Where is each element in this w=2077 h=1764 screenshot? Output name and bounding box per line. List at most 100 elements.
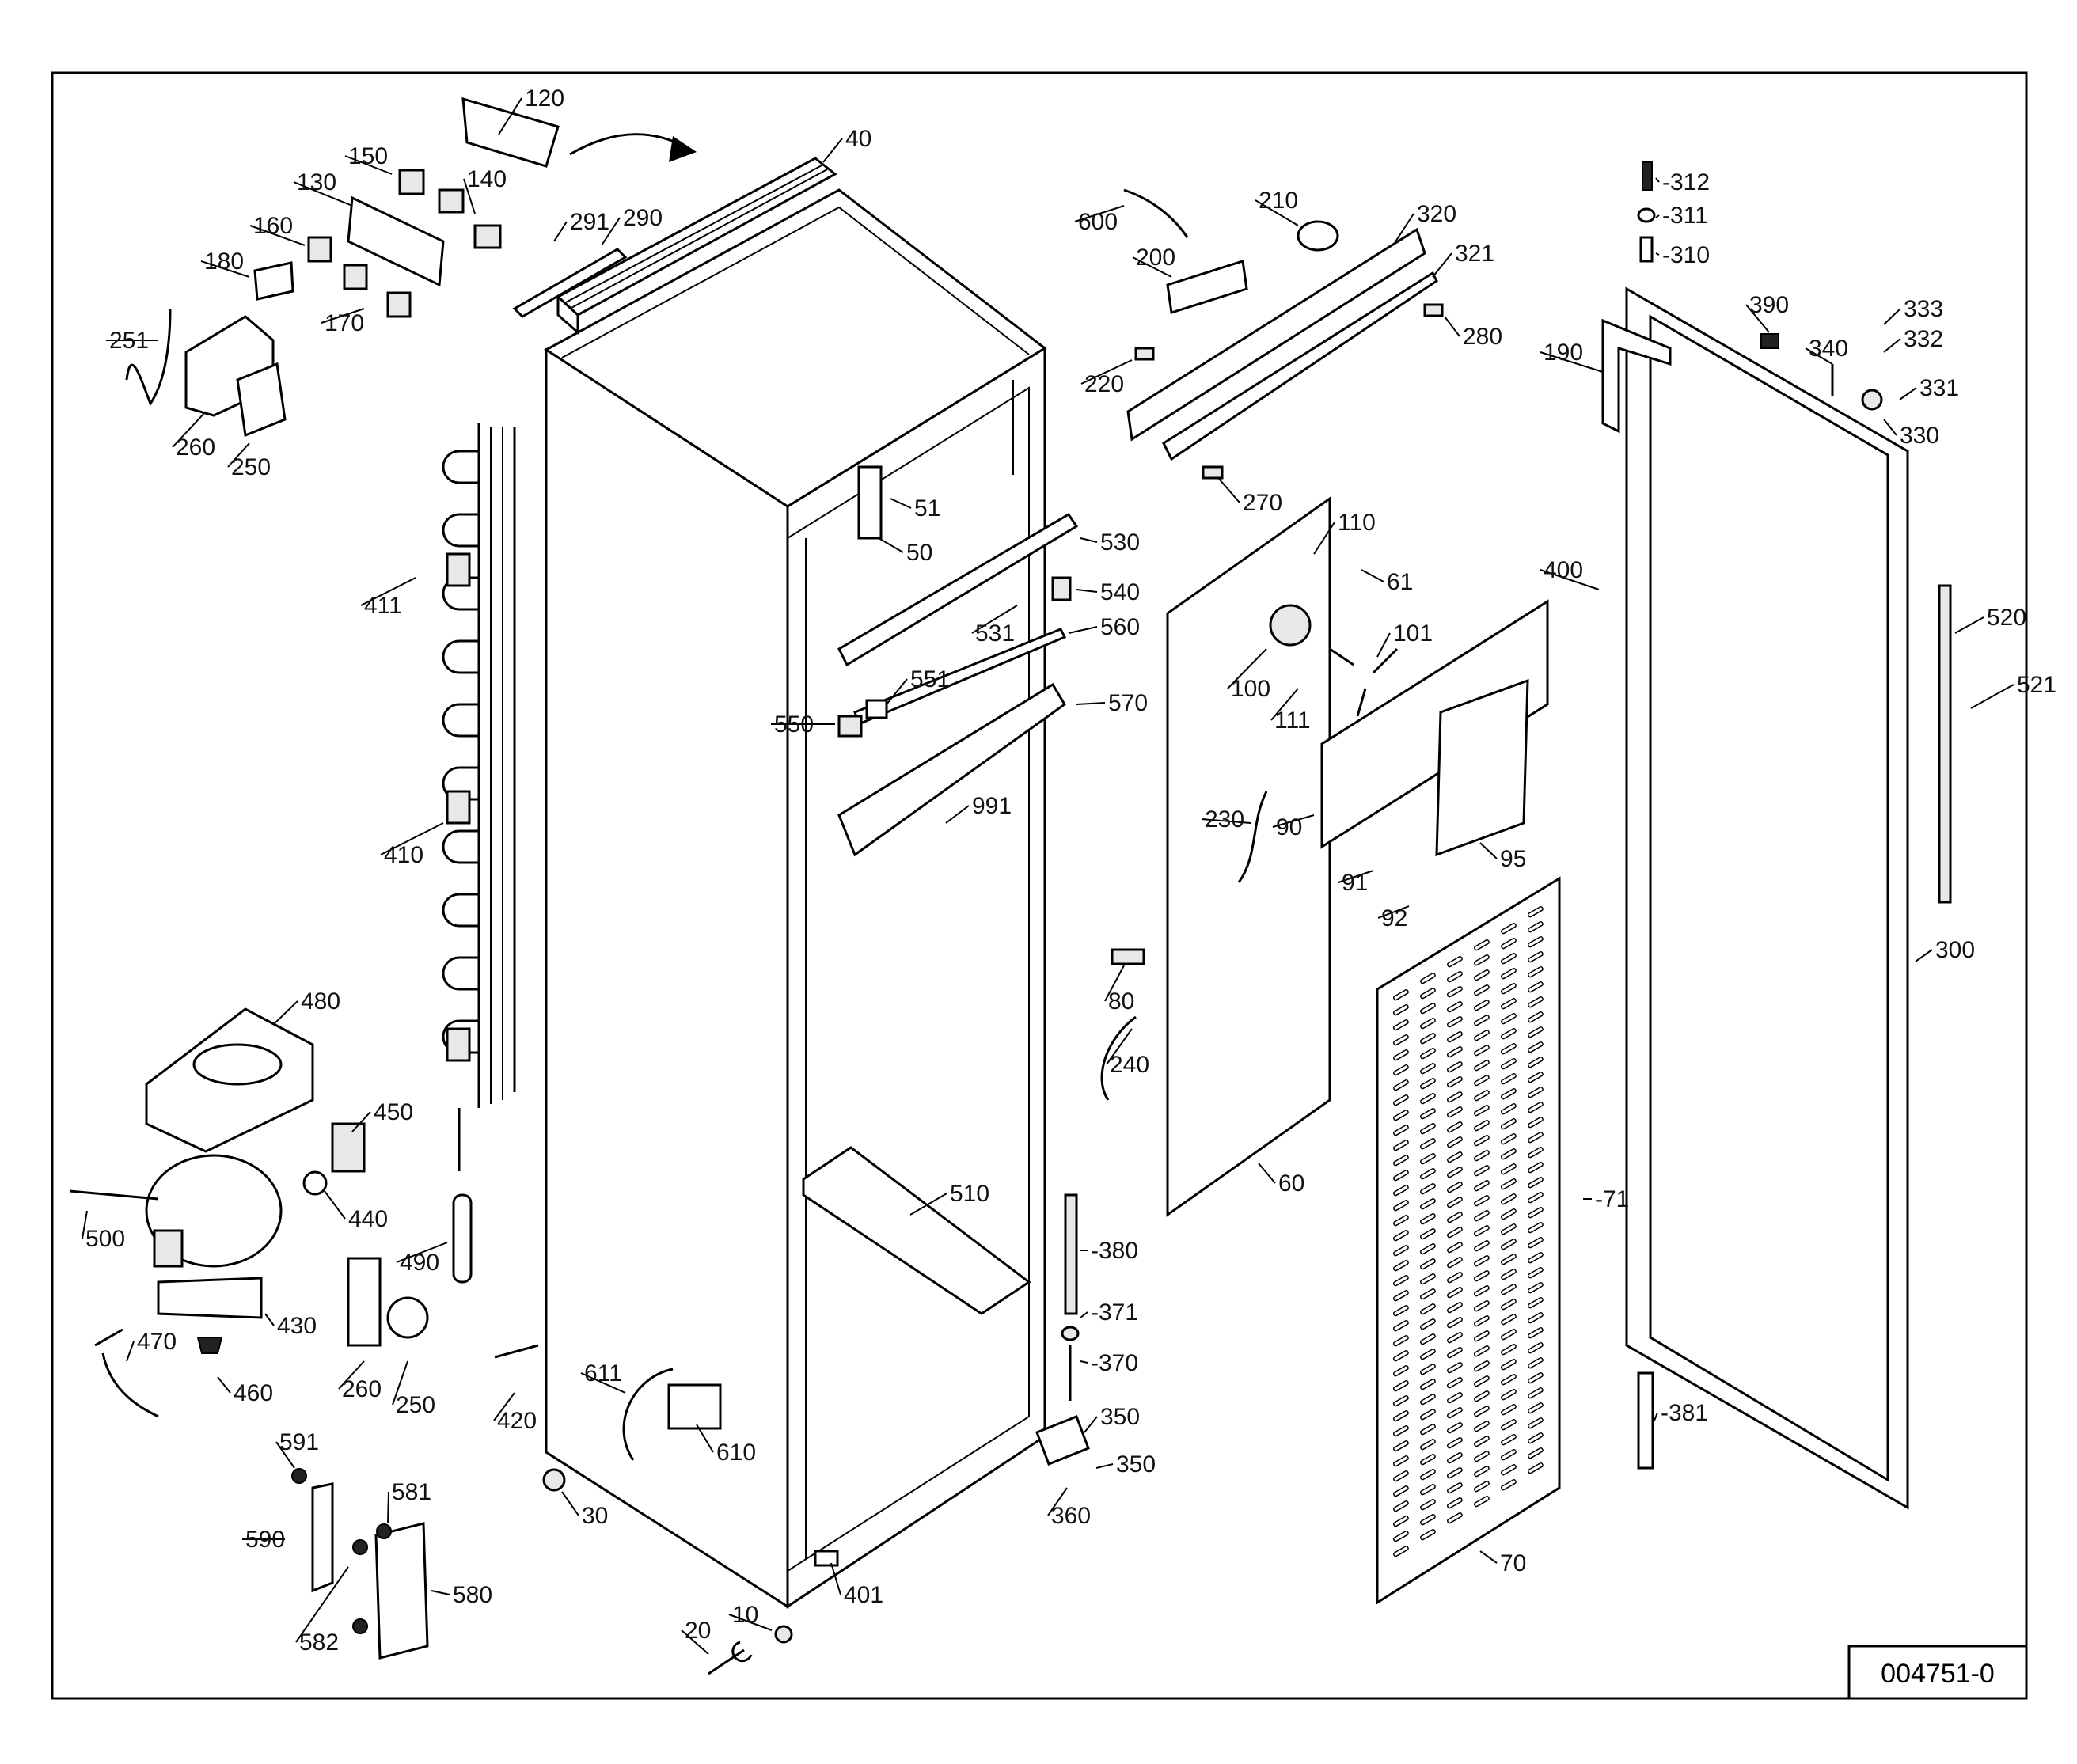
part-label-400: 400 (1544, 557, 1583, 583)
perforation-slot (1419, 1182, 1436, 1195)
part-label-370: -370 (1091, 1350, 1138, 1376)
perforation-slot (1446, 1091, 1463, 1103)
perforation-slot (1419, 1197, 1436, 1210)
perforation-slot (1419, 1017, 1436, 1030)
leader-line-381 (1654, 1412, 1658, 1421)
perforation-slot (1419, 1107, 1436, 1120)
leader-line-370 (1080, 1360, 1088, 1364)
leader-line-411 (360, 577, 416, 606)
nut-311 (1637, 207, 1656, 223)
perforation-slot (1446, 1181, 1463, 1193)
clip-170a (343, 264, 368, 290)
part-label-420: 420 (497, 1408, 537, 1434)
leader-line-350a (1084, 1416, 1098, 1433)
top-cover (556, 157, 837, 336)
perforation-slot (1473, 1284, 1490, 1297)
perforation-slot (1473, 1375, 1490, 1387)
perforation-slot (1527, 935, 1544, 948)
perforation-slot (1446, 1361, 1463, 1374)
perforation-slot (1500, 1283, 1517, 1295)
sensor-230 (1237, 791, 1268, 883)
perforation-slot (1473, 1254, 1490, 1267)
bracket-120 (461, 97, 560, 168)
bracket-590 (311, 1482, 334, 1593)
perforation-slot (1473, 1314, 1490, 1327)
door-glass (1649, 314, 1889, 1482)
part-label-95: 95 (1500, 846, 1526, 872)
perforation-slot (1500, 952, 1517, 965)
perforation-slot (1473, 1149, 1490, 1162)
part-label-531: 531 (975, 620, 1015, 647)
part-label-460: 460 (234, 1380, 273, 1406)
leader-line-371 (1080, 1311, 1088, 1318)
leader-line-360 (1047, 1487, 1068, 1516)
panel-320 (1126, 227, 1426, 442)
perforation-slot (1392, 988, 1409, 1001)
holder-540 (1051, 576, 1072, 601)
part-label-430: 430 (277, 1313, 317, 1339)
clip-270 (1202, 465, 1224, 480)
leader-line-551 (886, 678, 908, 705)
perforation-slot (1446, 1136, 1463, 1148)
cabinet-body (544, 188, 1047, 1609)
thermostat-250-bottom (386, 1296, 429, 1339)
part-label-371: -371 (1091, 1299, 1138, 1326)
fan-motor-100 (1269, 604, 1312, 647)
perforation-slot (1419, 972, 1436, 984)
part-label-380: -380 (1091, 1238, 1138, 1264)
perforation-slot (1392, 1424, 1409, 1437)
perforation-slot (1419, 1468, 1436, 1481)
holder-550 (837, 715, 863, 738)
perforation-slot (1392, 1409, 1409, 1422)
perforation-slot (1446, 1045, 1463, 1058)
perforation-slot (1392, 1440, 1409, 1452)
foot-30 (542, 1468, 566, 1492)
leader-line-312 (1655, 177, 1660, 183)
perforation-slot (1446, 1331, 1463, 1344)
perforation-slot (1473, 1299, 1490, 1312)
leader-line-500 (82, 1210, 88, 1239)
perforation-slot (1473, 1179, 1490, 1192)
leader-line-300 (1915, 949, 1933, 962)
clip-140b (473, 224, 502, 249)
part-label-150: 150 (348, 143, 388, 169)
perforation-slot (1500, 1208, 1517, 1220)
perforation-slot (1473, 1209, 1490, 1222)
leader-line-160 (249, 225, 306, 246)
part-label-70: 70 (1500, 1550, 1526, 1576)
part-label-450: 450 (374, 1099, 413, 1125)
perforation-slot (1473, 1224, 1490, 1237)
perforation-slot (1527, 1251, 1544, 1264)
perforation-slot (1527, 1101, 1544, 1113)
part-label-250b: 250 (396, 1392, 435, 1418)
strip-420 (494, 1344, 539, 1359)
lamp-210 (1297, 220, 1339, 252)
drawing-number-box (1847, 1645, 2028, 1700)
display-200 (1166, 260, 1248, 314)
perforation-slot (1419, 1273, 1436, 1285)
part-label-530: 530 (1100, 529, 1140, 556)
perforation-slot (1446, 1196, 1463, 1208)
part-label-140: 140 (467, 166, 507, 192)
leader-line-90 (1272, 814, 1315, 828)
part-label-111: 111 (1274, 707, 1311, 734)
perforation-slot (1446, 1106, 1463, 1118)
part-label-220: 220 (1084, 371, 1124, 397)
perforation-slot (1392, 1470, 1409, 1482)
perforation-slot (1446, 1451, 1463, 1464)
leader-line-170 (321, 308, 365, 324)
part-label-590: 590 (245, 1527, 285, 1553)
screw-582a (352, 1539, 368, 1555)
perforation-slot (1392, 1244, 1409, 1257)
part-label-40: 40 (845, 126, 871, 152)
perforation-slot (1500, 1178, 1517, 1190)
leader-line-521 (1970, 684, 2014, 709)
leader-line-260b (338, 1360, 365, 1390)
perforation-slot (1473, 1345, 1490, 1357)
part-label-350a: 350 (1100, 1404, 1140, 1430)
perforation-slot (1500, 1373, 1517, 1386)
perforation-slot (1500, 997, 1517, 1010)
perforation-slot (1446, 1166, 1463, 1178)
perforation-slot (1500, 1117, 1517, 1130)
